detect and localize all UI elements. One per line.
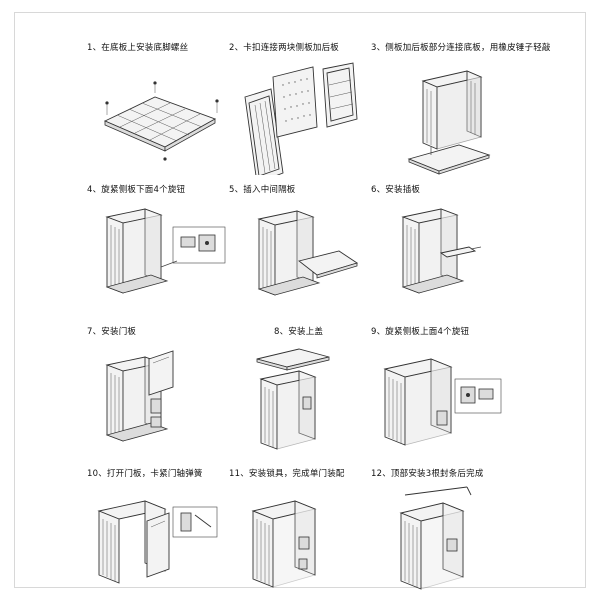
step-9: 9、旋紧侧板上面4个旋钮 xyxy=(371,325,561,465)
step-12-illustration xyxy=(399,486,472,590)
step-6-label: 6、安装插板 xyxy=(371,185,421,195)
step-3: 3、侧板加后板部分连接底板，用橡皮锤子轻敲 xyxy=(371,41,561,181)
step-11: 11、安装锁具，完成单门装配 xyxy=(229,467,419,607)
step-4-label: 4、旋紧侧板下面4个旋钮 xyxy=(87,185,186,195)
step-8-label: 8、安装上盖 xyxy=(274,327,324,337)
step-9-illustration xyxy=(383,358,502,446)
step-3-illustration xyxy=(407,70,491,175)
step-7: 7、安装门板 xyxy=(87,325,277,465)
step-4-illustration xyxy=(105,208,226,294)
step-2-illustration xyxy=(244,62,358,175)
step-1-illustration xyxy=(103,81,219,161)
step-6-illustration xyxy=(401,208,482,294)
instruction-sheet: 1、在底板上安装底脚螺丝 2、卡扣连接两块侧板加后板 xyxy=(14,12,586,590)
step-11-label: 11、安装锁具，完成单门装配 xyxy=(229,469,345,479)
step-10: 10、打开门板，卡紧门轴弹簧 xyxy=(87,467,277,607)
step-8-illustration xyxy=(256,348,330,450)
step-10-label: 10、打开门板，卡紧门轴弹簧 xyxy=(87,469,203,479)
step-1: 1、在底板上安装底脚螺丝 xyxy=(87,41,277,181)
step-2-label: 2、卡扣连接两块侧板加后板 xyxy=(229,43,340,53)
step-8: 8、安装上盖 xyxy=(229,325,419,465)
step-7-label: 7、安装门板 xyxy=(87,327,137,337)
step-9-label: 9、旋紧侧板上面4个旋钮 xyxy=(371,327,470,337)
step-5-illustration xyxy=(257,210,359,296)
step-1-label: 1、在底板上安装底脚螺丝 xyxy=(87,43,189,53)
step-5-label: 5、插入中间隔板 xyxy=(229,185,296,195)
step-5: 5、插入中间隔板 xyxy=(229,183,419,323)
step-4: 4、旋紧侧板下面4个旋钮 xyxy=(87,183,277,323)
step-11-illustration xyxy=(251,500,317,588)
step-2: 2、卡扣连接两块侧板加后板 xyxy=(229,41,419,181)
step-10-illustration xyxy=(97,500,218,584)
step-12-label: 12、顶部安装3根封条后完成 xyxy=(371,469,484,479)
step-6: 6、安装插板 xyxy=(371,183,561,323)
step-3-label: 3、侧板加后板部分连接底板，用橡皮锤子轻敲 xyxy=(371,43,551,53)
step-7-illustration xyxy=(105,350,174,442)
step-12: 12、顶部安装3根封条后完成 xyxy=(371,467,561,607)
